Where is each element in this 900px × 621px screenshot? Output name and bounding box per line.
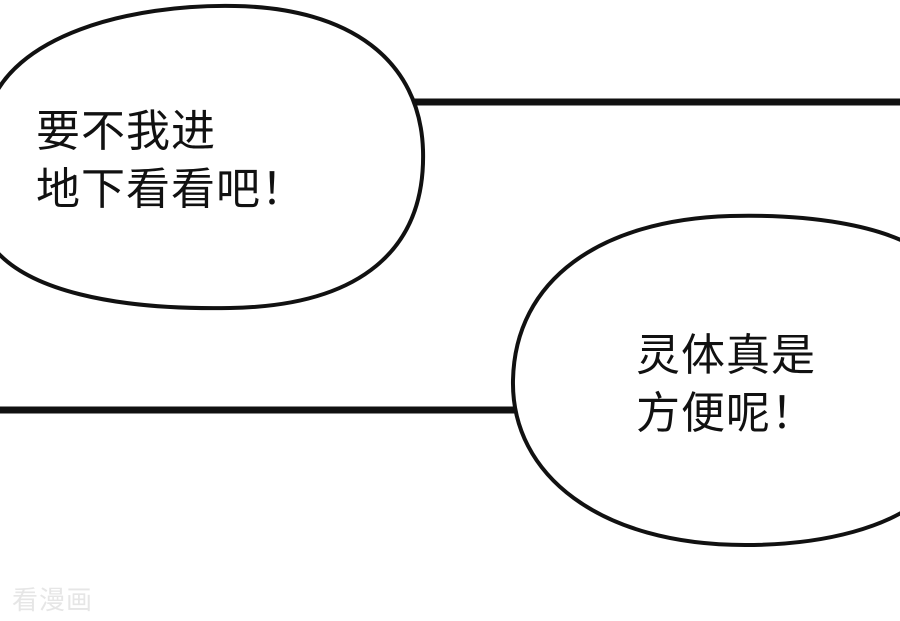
speech-text-right-line-1: 灵体真是 bbox=[636, 330, 816, 381]
speech-text-left-line-2: 地下看看吧！ bbox=[36, 164, 306, 215]
speech-bubble-right bbox=[510, 213, 900, 548]
speech-text-right-line-2: 方便呢！ bbox=[636, 388, 816, 439]
speech-text-left-line-1: 要不我进 bbox=[36, 106, 216, 157]
watermark: 看漫画 bbox=[12, 586, 94, 616]
speech-text-right: 灵体真是 方便呢！ bbox=[636, 327, 816, 443]
speech-bubble-left bbox=[0, 3, 426, 311]
speech-text-left: 要不我进 地下看看吧！ bbox=[36, 103, 306, 219]
